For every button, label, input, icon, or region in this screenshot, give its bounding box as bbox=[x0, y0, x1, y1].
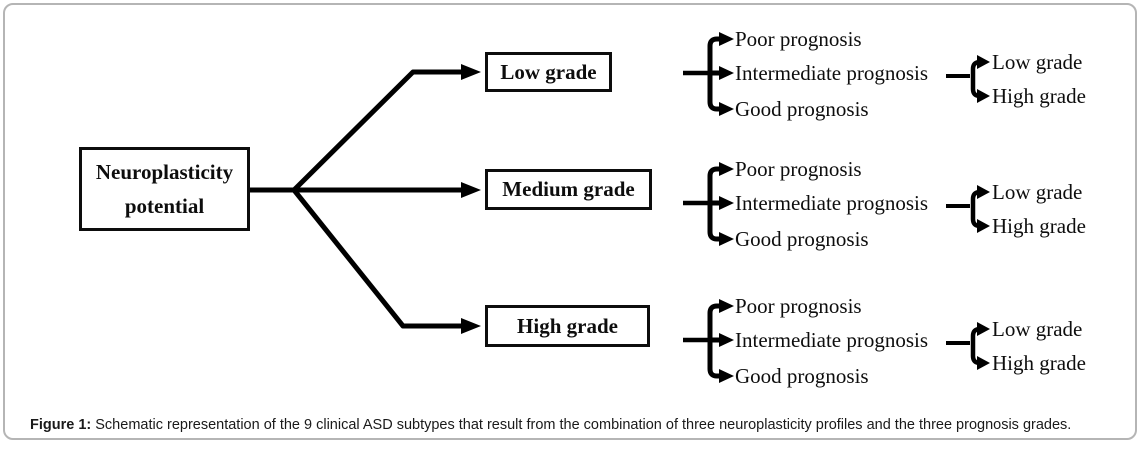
outcome-label-high-grade: High grade bbox=[992, 84, 1086, 108]
node-low-grade: Low grade bbox=[485, 52, 612, 92]
node-medium-grade: Medium grade bbox=[485, 169, 652, 210]
outcome-label-low-grade: Low grade bbox=[992, 50, 1083, 74]
main-branch-arrowheads bbox=[461, 64, 481, 334]
arrowhead-medium bbox=[461, 182, 481, 198]
outcome-label-low-grade: Low grade bbox=[992, 180, 1083, 204]
arrowhead-low bbox=[461, 64, 481, 80]
prognosis-arrowheads-high bbox=[719, 299, 734, 383]
figure-caption: Figure 1: Schematic representation of th… bbox=[30, 417, 1071, 434]
prognosis-arrowheads-medium bbox=[719, 162, 734, 246]
main-branch-lines bbox=[248, 69, 462, 329]
prognosis-label-poor: Poor prognosis bbox=[735, 27, 862, 51]
prognosis-label-poor: Poor prognosis bbox=[735, 294, 862, 318]
prognosis-label-intermediate: Intermediate prognosis bbox=[735, 328, 929, 352]
outcome-label-high-grade: High grade bbox=[992, 214, 1086, 238]
node-high-grade: High grade bbox=[485, 305, 650, 347]
node-neuroplasticity-potential: Neuroplasticity potential bbox=[79, 147, 250, 231]
arrowhead-high bbox=[461, 318, 481, 334]
outcome-label-low-grade: Low grade bbox=[992, 317, 1083, 341]
outcome-arrowheads-medium bbox=[977, 185, 990, 233]
outcome-arrowheads-low bbox=[977, 55, 990, 103]
outcome-bracket-low bbox=[946, 59, 983, 99]
outcome-bracket-medium bbox=[946, 189, 983, 229]
prognosis-label-good: Good prognosis bbox=[735, 97, 869, 121]
prognosis-arrowheads-low bbox=[719, 32, 734, 116]
prognosis-label-good: Good prognosis bbox=[735, 364, 869, 388]
caption-label: Figure 1: bbox=[30, 417, 92, 433]
prognosis-label-poor: Poor prognosis bbox=[735, 157, 862, 181]
prognosis-label-good: Good prognosis bbox=[735, 227, 869, 251]
caption-text: Schematic representation of the 9 clinic… bbox=[95, 417, 1072, 433]
branch-line-low bbox=[292, 69, 462, 192]
prognosis-label-intermediate: Intermediate prognosis bbox=[735, 61, 929, 85]
outcome-arrowheads-high bbox=[977, 322, 990, 370]
outcome-bracket-high bbox=[946, 326, 983, 366]
branch-line-high bbox=[292, 188, 462, 329]
outcome-label-high-grade: High grade bbox=[992, 351, 1086, 375]
prognosis-label-intermediate: Intermediate prognosis bbox=[735, 191, 929, 215]
